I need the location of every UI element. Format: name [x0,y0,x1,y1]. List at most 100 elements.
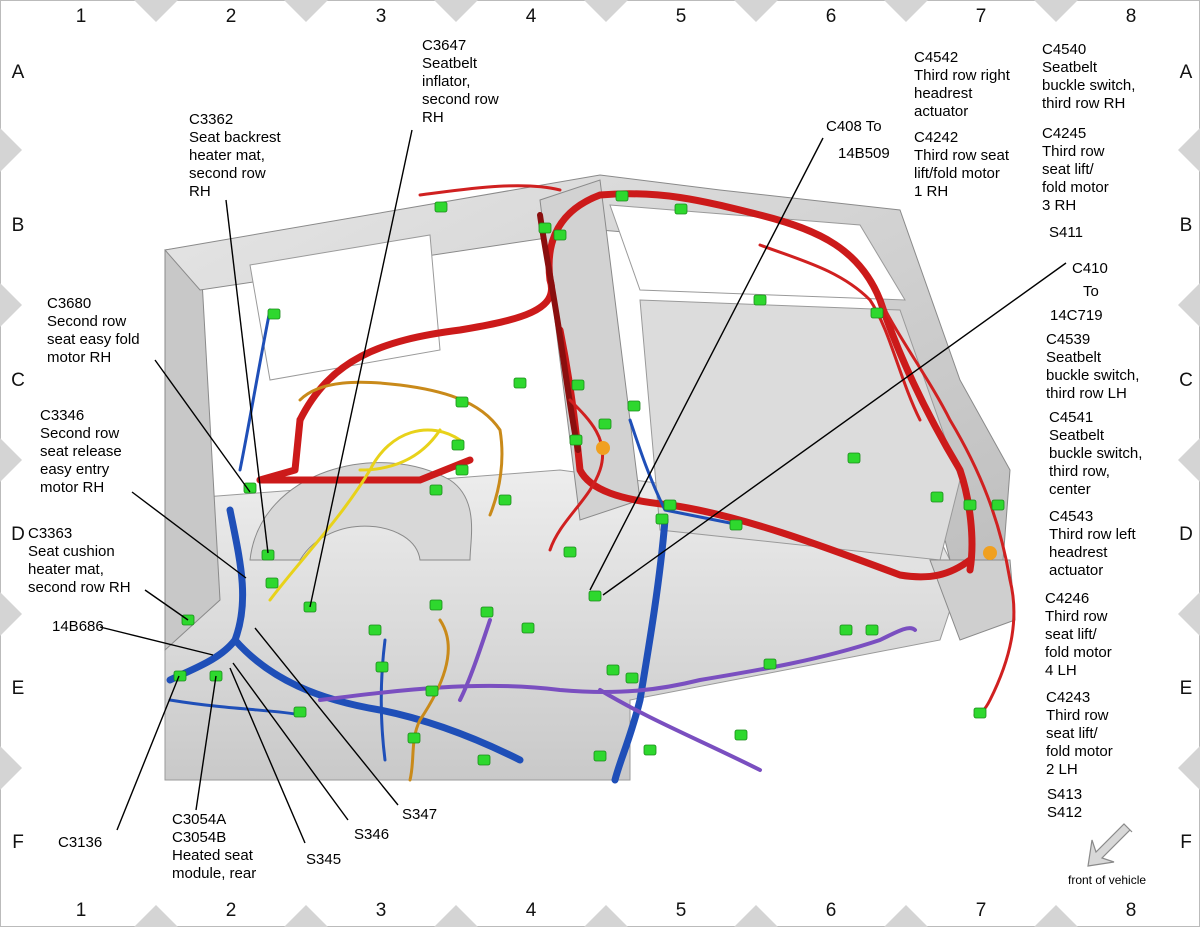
border-marker-bottom-4 [584,905,628,927]
border-marker-right-3 [1178,438,1200,482]
c4243-line1: C4243 [1046,689,1090,706]
grid-col-8-bottom: 8 [1126,900,1137,921]
leader-s346 [232,662,349,821]
border-marker-top-6 [884,0,928,22]
connector-18 [265,577,279,589]
grid-col-7-bottom: 7 [976,900,987,921]
label-s346: S346 [354,826,389,843]
grid-col-3: 3 [376,6,387,27]
c4540-line2: Seatbelt [1042,59,1098,76]
actuator-marker-right [983,546,997,560]
grid-col-4-bottom: 4 [526,900,537,921]
grid-row-d-right: D [1179,524,1193,545]
grid-column-labels-bottom: 1 2 3 4 5 6 7 8 [76,900,1137,921]
label-c3363: C3363 Seat cushion heater mat, second ro… [28,525,131,596]
dark-red-harness [537,212,581,453]
c4541-line3: buckle switch, [1049,445,1142,462]
connector-38 [480,606,494,618]
c408-line2: 14B509 [838,145,890,162]
border-marker-bottom-2 [284,905,328,927]
c4543-line2: Third row left [1049,526,1137,543]
c3363-line3: heater mat, [28,561,104,578]
label-c408: C408 To 14B509 [826,118,890,162]
connectors [173,190,1005,766]
connector-11 [243,482,257,494]
grid-col-5-bottom: 5 [676,900,687,921]
label-c4243: C4243 Third row seat lift/ fold motor 2 … [1046,689,1113,778]
grid-col-1-bottom: 1 [76,900,87,921]
c4243-line3: seat lift/ [1046,725,1099,742]
connector-47 [498,494,512,506]
purple-harness [318,618,917,772]
connector-14 [173,670,187,682]
connector-35 [839,624,853,636]
grid-row-labels-right: A B C D E F [1179,62,1193,853]
grid-row-e: E [12,678,25,699]
border-marker-left-4 [0,592,22,636]
label-c410: C410 To 14C719 [1050,260,1108,324]
connector-9 [663,499,677,511]
orange-harness [298,380,504,782]
border-marker-top-2 [284,0,328,22]
c408-line1: C408 To [826,118,882,135]
connector-3 [571,379,585,391]
c4542-line1: C4542 [914,49,958,66]
label-c3346: C3346 Second row seat release easy entry… [40,407,122,496]
yellow-harness [268,428,462,602]
connector-10 [588,590,602,602]
leader-c3054 [195,675,217,811]
leader-c3363 [144,589,189,621]
actuator-marker-c-pillar [596,441,610,455]
grid-col-2-bottom: 2 [226,900,237,921]
c410-line1: C410 [1072,260,1108,277]
c4543-line3: headrest [1049,544,1108,561]
grid-col-3-bottom: 3 [376,900,387,921]
c4245-line5: 3 RH [1042,197,1076,214]
c3362-line2: Seat backrest [189,129,282,146]
c3346-line4: easy entry [40,461,110,478]
c4539-line4: third row LH [1046,385,1127,402]
c3362-line1: C3362 [189,111,233,128]
border-marker-left-1 [0,128,22,172]
c4242-line4: 1 RH [914,183,948,200]
red-harness-right-thin [878,298,1016,717]
leader-c408 [589,137,824,591]
c4540-line4: third row RH [1042,95,1125,112]
c4541-line4: third row, [1049,463,1110,480]
c4541-line1: C4541 [1049,409,1093,426]
c3647-line4: second row [422,91,499,108]
grid-row-a-right: A [1180,62,1193,83]
grid-row-labels-left: A B C D E F [11,62,25,853]
front-arrow-icon [1087,823,1133,867]
grid-column-labels-top: 1 2 3 4 5 6 7 8 [76,6,1137,27]
connector-25 [674,203,688,215]
c4542-line3: headrest [914,85,973,102]
c3647-line1: C3647 [422,37,466,54]
connector-19 [429,484,443,496]
leader-c410 [602,262,1067,596]
grid-col-6-bottom: 6 [826,900,837,921]
c3054-line4: module, rear [172,865,256,882]
c3363-line1: C3363 [28,525,72,542]
connector-27 [267,308,281,320]
c3054-line2: C3054B [172,829,226,846]
c3647-line2: Seatbelt [422,55,478,72]
c4542-line2: Third row right [914,67,1011,84]
connector-33 [973,707,987,719]
connector-39 [375,661,389,673]
connector-23 [553,229,567,241]
leader-c3680 [154,359,251,493]
connector-52 [425,685,439,697]
connector-7 [655,513,669,525]
c4541-line2: Seatbelt [1049,427,1105,444]
c3054-line3: Heated seat [172,847,254,864]
front-of-vehicle-indicator: front of vehicle [1068,823,1146,887]
border-marker-bottom-3 [434,905,478,927]
grid-col-6: 6 [826,6,837,27]
connector-8 [729,519,743,531]
c3346-line1: C3346 [40,407,84,424]
label-s411: S411 [1049,224,1083,241]
connector-40 [407,732,421,744]
c3346-line5: motor RH [40,479,104,496]
label-c4541: C4541 Seatbelt buckle switch, third row,… [1049,409,1142,498]
